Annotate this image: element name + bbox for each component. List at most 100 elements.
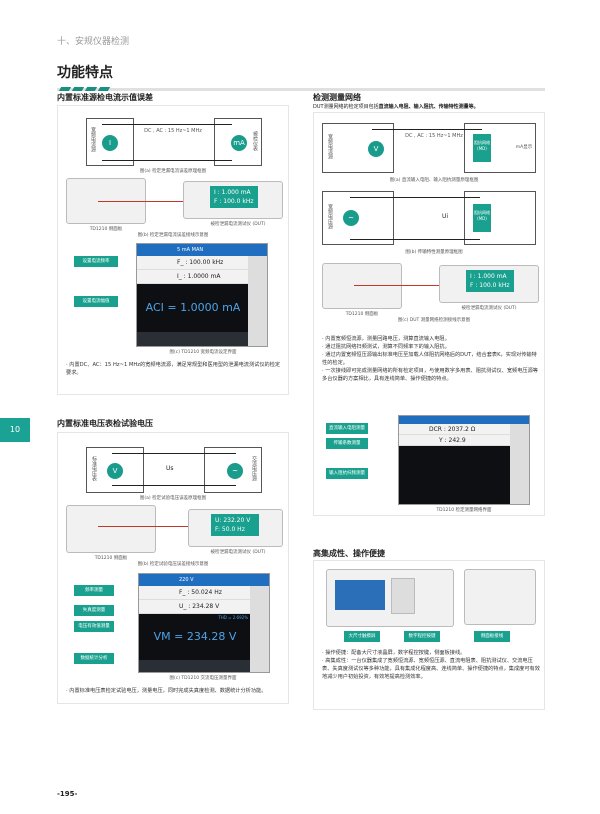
box-label: 交流电压源	[251, 456, 257, 481]
page-title: 功能特点	[57, 65, 113, 81]
caption: TD1210 侧面板	[345, 312, 379, 317]
box-label: 宽频电压源	[327, 204, 333, 229]
wire	[102, 160, 232, 161]
caption: 图(a) 检定试验电压误差原理框图	[139, 496, 207, 501]
touch-screen	[335, 580, 385, 610]
ui-row: F_ : 50.024 Hz	[139, 586, 251, 600]
page-number: -195-	[57, 790, 78, 798]
network-block: 阻抗网络(MD)	[473, 134, 491, 162]
section-heading: 内置标准源检电流示值误差	[57, 93, 153, 102]
ui-row: U_ : 234.28 V	[139, 600, 251, 614]
ui-screenshot: DCR : 2037.2 Ω Y : 242.9	[398, 415, 530, 505]
wire	[112, 485, 236, 486]
callout-tag: 大尺寸触摸屏	[344, 631, 380, 642]
callout-tag: 侧面板接线	[474, 631, 510, 642]
wire	[112, 453, 236, 454]
ui-header: 220 V	[139, 574, 269, 586]
caption: 被检泄漏电流测试仪 (DUT)	[210, 222, 266, 227]
voltmeter-icon: V	[107, 463, 123, 479]
dut-device: U: 232.20 V F: 50.0 Hz	[188, 509, 283, 547]
caption: 图(b) 检定泄漏电流误差接线示意图	[137, 233, 209, 238]
ammeter-icon: mA	[231, 135, 247, 151]
chapter-tab[interactable]: 10	[0, 418, 30, 442]
test-lead	[354, 285, 464, 286]
callout-tag: 频率测量	[74, 585, 114, 596]
ui-header	[399, 416, 529, 424]
ui-row: F_ : 100.00 kHz	[137, 256, 249, 270]
callout-tag: 输入阻抗扫频测量	[326, 468, 368, 479]
chapter-title: 十、安规仪器检测	[57, 37, 130, 47]
callout-tag: 直流输入电阻测量	[326, 423, 368, 434]
caption: TD1210 侧面板	[94, 556, 128, 561]
caption: 图(c) TD1210 宽频电流设定界面	[169, 350, 237, 355]
caption: TD1210 侧面板	[89, 227, 123, 232]
box-label: 宽频电流源	[90, 127, 96, 152]
network-block: 阻抗网络(MD)	[473, 204, 491, 232]
ui-reading: VM = 234.28 V	[153, 630, 237, 643]
ui-sidebar	[510, 424, 529, 504]
test-lead	[98, 201, 208, 202]
bullet-list: · 内置宽频恒流源，测量回路电压，测算直流输入电阻。 · 通过阻抗网络扫频测试，…	[322, 335, 540, 383]
callout-tag: 数字程控按键	[404, 631, 440, 642]
voltage-source-box: ~ 宽频电压源	[322, 191, 394, 245]
wire	[350, 197, 480, 198]
caption: 被检泄漏电流测试仪 (DUT)	[461, 306, 517, 311]
callout-tag: 传输系数测量	[326, 438, 368, 449]
td1210-device	[66, 505, 156, 553]
section-heading: 检测测量网络	[313, 93, 361, 102]
wire	[102, 124, 232, 125]
section-subtitle: DUT测量网络的检定项目包括直流输入电阻、输入阻抗、传输特性测量等。	[313, 103, 479, 110]
caption: 图(b) 检定试验电压误差接线示意图	[137, 562, 209, 567]
bullet: · 通过阻抗网络扫频测试，测算不同频率下的输入阻抗。	[322, 344, 450, 350]
td1210-device	[322, 263, 402, 309]
wire	[350, 239, 480, 240]
ui-row: DCR : 2037.2 Ω	[399, 424, 511, 435]
caption: 图(c) TD1210 交流电压测量界面	[169, 676, 237, 681]
lcd-current: I : 1.000 mA	[214, 189, 251, 196]
caption: 被检泄漏电流测试仪 (DUT)	[210, 550, 266, 555]
bullet: · 一次接线即可完成测量网络的所有检定项目，与使用数字多用表、阻抗测试仪、宽频电…	[322, 368, 538, 382]
voltage-label: Us	[166, 465, 174, 472]
caption: TD1210 检定测量网络界面	[436, 508, 492, 513]
network-box: 阻抗网络(MD)	[464, 191, 536, 245]
caption: 图(b) 传输特性测量原理框图	[405, 250, 463, 255]
caption: 图(c) DUT 测量网络检测接线示意图	[397, 318, 471, 323]
freq-range: DC , AC : 15 Hz~1 MHz	[405, 133, 463, 139]
bullet: · 内置宽频恒流源，测量回路电压，测算直流输入电阻。	[322, 336, 450, 342]
callout-tag: 数据统计分析	[74, 653, 114, 664]
thd-readout: THD = 2.692%	[218, 615, 248, 620]
description: · 内置DC、AC：15 Hz~1 MHz的宽频电流源，满足常规型和医用型的泄漏…	[66, 362, 281, 376]
callout-tag: 失真度测量	[74, 605, 114, 616]
bullet: · 操作便捷：配备大尺寸液晶屏，数字程控按键，侧面板接线。	[322, 650, 466, 656]
ui-sidebar	[250, 586, 269, 672]
voltage-label: Ui	[442, 213, 449, 220]
lcd-frequency: F: 50.0 Hz	[215, 526, 245, 533]
subtitle-bold: 直流输入电阻、输入阻抗、传输特性测量等。	[378, 104, 479, 110]
lcd-current: I : 1.000 mA	[470, 273, 507, 280]
ac-source-icon: ~	[227, 463, 243, 479]
ui-row: Y : 242.9	[399, 435, 511, 446]
callout-tag: 设置电流频率	[74, 256, 118, 267]
network-box: 阻抗网络(MD)mA显示	[464, 123, 536, 173]
description: · 内置标准电压表检定试验电压，测量电压，同时完成失真度检测、数据统计分析功能。	[66, 688, 267, 694]
section-heading: 内置标准电压表检试验电压	[57, 419, 153, 428]
bullet: · 高集成性：一台仪器集成了宽频恒流源、宽频恒压源、直流电阻表、阻抗测试仪、交流…	[322, 658, 540, 680]
title-rule	[57, 88, 545, 91]
wire	[372, 129, 482, 130]
current-source-icon: I	[102, 135, 118, 151]
section4-panel: 大尺寸触摸屏 数字程控按键 侧面板接线 · 操作便捷：配备大尺寸液晶屏，数字程控…	[313, 560, 545, 710]
section-heading: 高集成性、操作便捷	[313, 549, 385, 558]
ac-source-icon: ~	[343, 210, 359, 226]
callout-tag: 设置电流幅值	[74, 296, 118, 307]
freq-range: DC , AC : 15 Hz~1 MHz	[144, 128, 202, 134]
keypad	[391, 578, 415, 614]
box-label: 宽频电流源	[327, 134, 333, 159]
lcd-voltage: U: 232.20 V	[215, 517, 251, 524]
